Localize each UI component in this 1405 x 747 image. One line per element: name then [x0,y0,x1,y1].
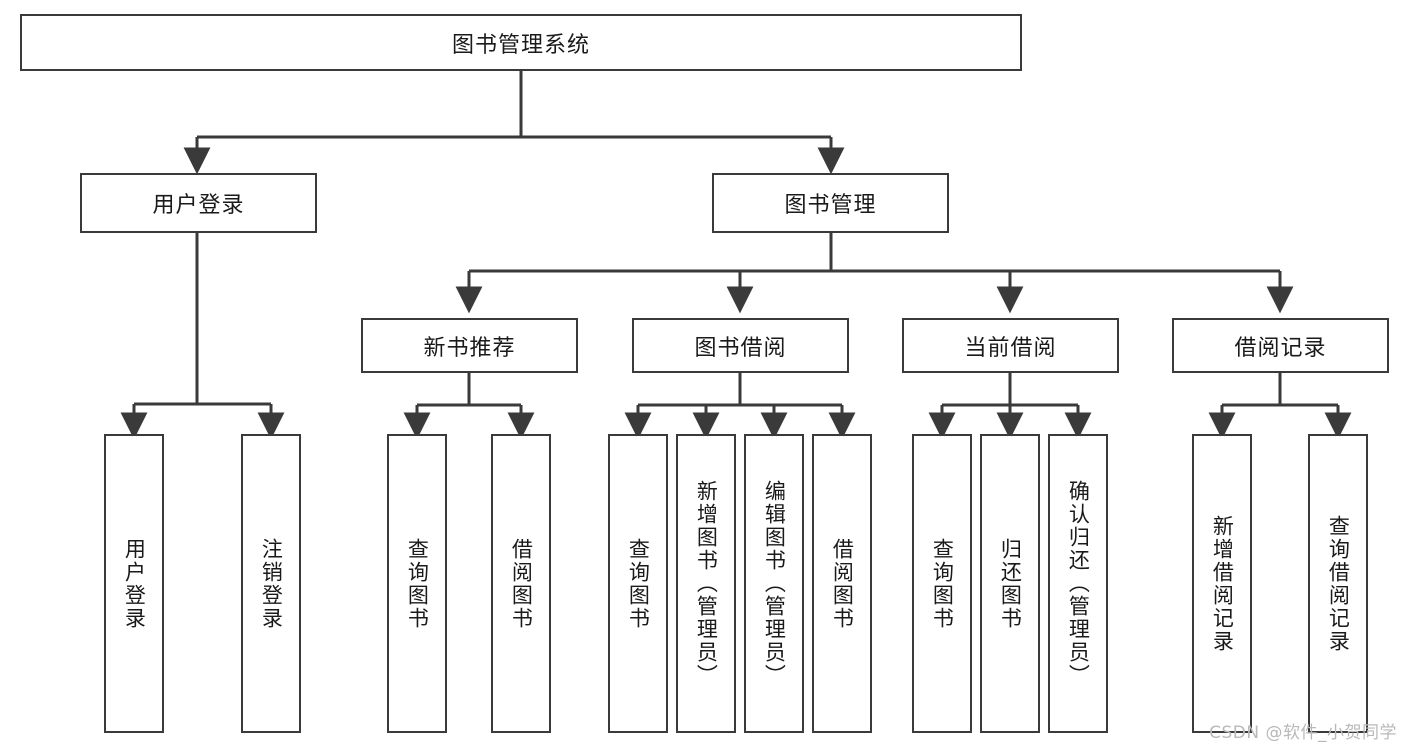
leaf-new-book-borrow-book[interactable]: 借阅图书 [491,434,551,733]
node-user-login[interactable]: 用户登录 [80,173,317,233]
node-book-borrow[interactable]: 图书借阅 [632,318,849,373]
node-current-borrow[interactable]: 当前借阅 [902,318,1119,373]
leaf-new-book-query-book[interactable]: 查询图书 [387,434,447,733]
leaf-label: 注销登录 [259,537,284,630]
node-current-borrow-label: 当前借阅 [964,335,1057,361]
leaf-label: 新增借阅记录 [1210,514,1235,653]
leaf-book-borrow-edit-book[interactable]: 编辑图书（管理员） [744,434,804,733]
leaf-label: 用户登录 [122,537,147,630]
leaf-current-borrow-query-book[interactable]: 查询图书 [912,434,972,733]
leaf-label: 借阅图书 [830,537,855,630]
leaf-current-borrow-return-book[interactable]: 归还图书 [980,434,1040,733]
leaf-book-borrow-borrow-book[interactable]: 借阅图书 [812,434,872,733]
leaf-book-borrow-query-book[interactable]: 查询图书 [608,434,668,733]
leaf-label: 新增图书（管理员） [694,480,719,687]
leaf-book-borrow-add-book[interactable]: 新增图书（管理员） [676,434,736,733]
node-new-book-recommend-label: 新书推荐 [423,335,516,361]
node-root-label: 图书管理系统 [451,32,590,58]
node-borrow-record-label: 借阅记录 [1234,335,1327,361]
leaf-user-login-logout[interactable]: 注销登录 [241,434,301,733]
leaf-label: 查询借阅记录 [1326,514,1351,653]
node-new-book-recommend[interactable]: 新书推荐 [361,318,578,373]
node-borrow-record[interactable]: 借阅记录 [1172,318,1389,373]
leaf-label: 查询图书 [626,537,651,630]
leaf-user-login-login[interactable]: 用户登录 [104,434,164,733]
node-book-management-label: 图书管理 [784,193,877,218]
watermark: CSDN @软件_小贺同学 [1209,723,1397,743]
leaf-label: 确认归还（管理员） [1066,480,1091,687]
leaf-borrow-record-add-record[interactable]: 新增借阅记录 [1192,434,1252,733]
leaf-label: 编辑图书（管理员） [762,480,787,687]
leaf-label: 查询图书 [405,537,430,630]
leaf-label: 查询图书 [930,537,955,630]
leaf-label: 归还图书 [998,537,1023,630]
node-user-login-label: 用户登录 [152,193,245,218]
node-book-management[interactable]: 图书管理 [712,173,949,233]
node-book-borrow-label: 图书借阅 [694,335,787,361]
node-root[interactable]: 图书管理系统 [20,14,1022,71]
leaf-borrow-record-query-record[interactable]: 查询借阅记录 [1308,434,1368,733]
leaf-label: 借阅图书 [509,537,534,630]
leaf-current-borrow-confirm-return[interactable]: 确认归还（管理员） [1048,434,1108,733]
